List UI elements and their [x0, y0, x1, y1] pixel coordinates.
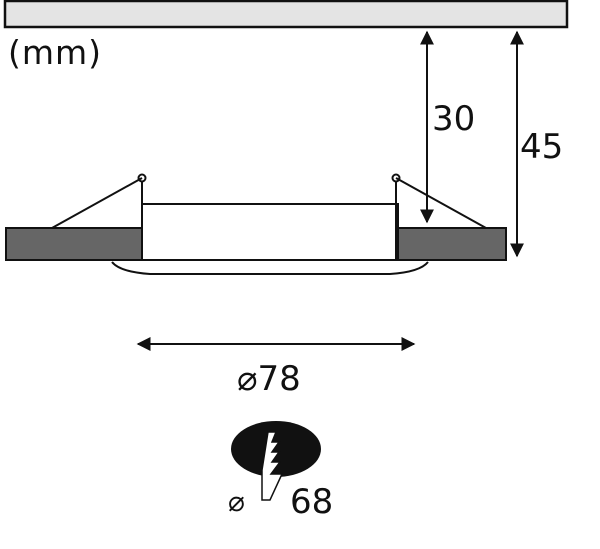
- ceiling-board-left: [5, 227, 143, 261]
- spring-clip-left: [51, 173, 147, 229]
- total-height-value: 45: [520, 127, 564, 167]
- units-label: (mm): [8, 33, 103, 72]
- recess-depth-value: 30: [432, 99, 476, 139]
- spring-clip-right: [391, 173, 487, 229]
- diameter-symbol: ⌀: [228, 485, 245, 518]
- fixture-housing: [141, 178, 399, 261]
- fixture-trim: [111, 261, 429, 275]
- drill-hole-saw-icon: [231, 421, 321, 501]
- outer-diameter-value: ⌀78: [237, 359, 301, 399]
- cutout-diameter-value: 68: [290, 482, 334, 522]
- ceiling-slab: [3, 0, 569, 29]
- ceiling-board-right: [397, 227, 507, 261]
